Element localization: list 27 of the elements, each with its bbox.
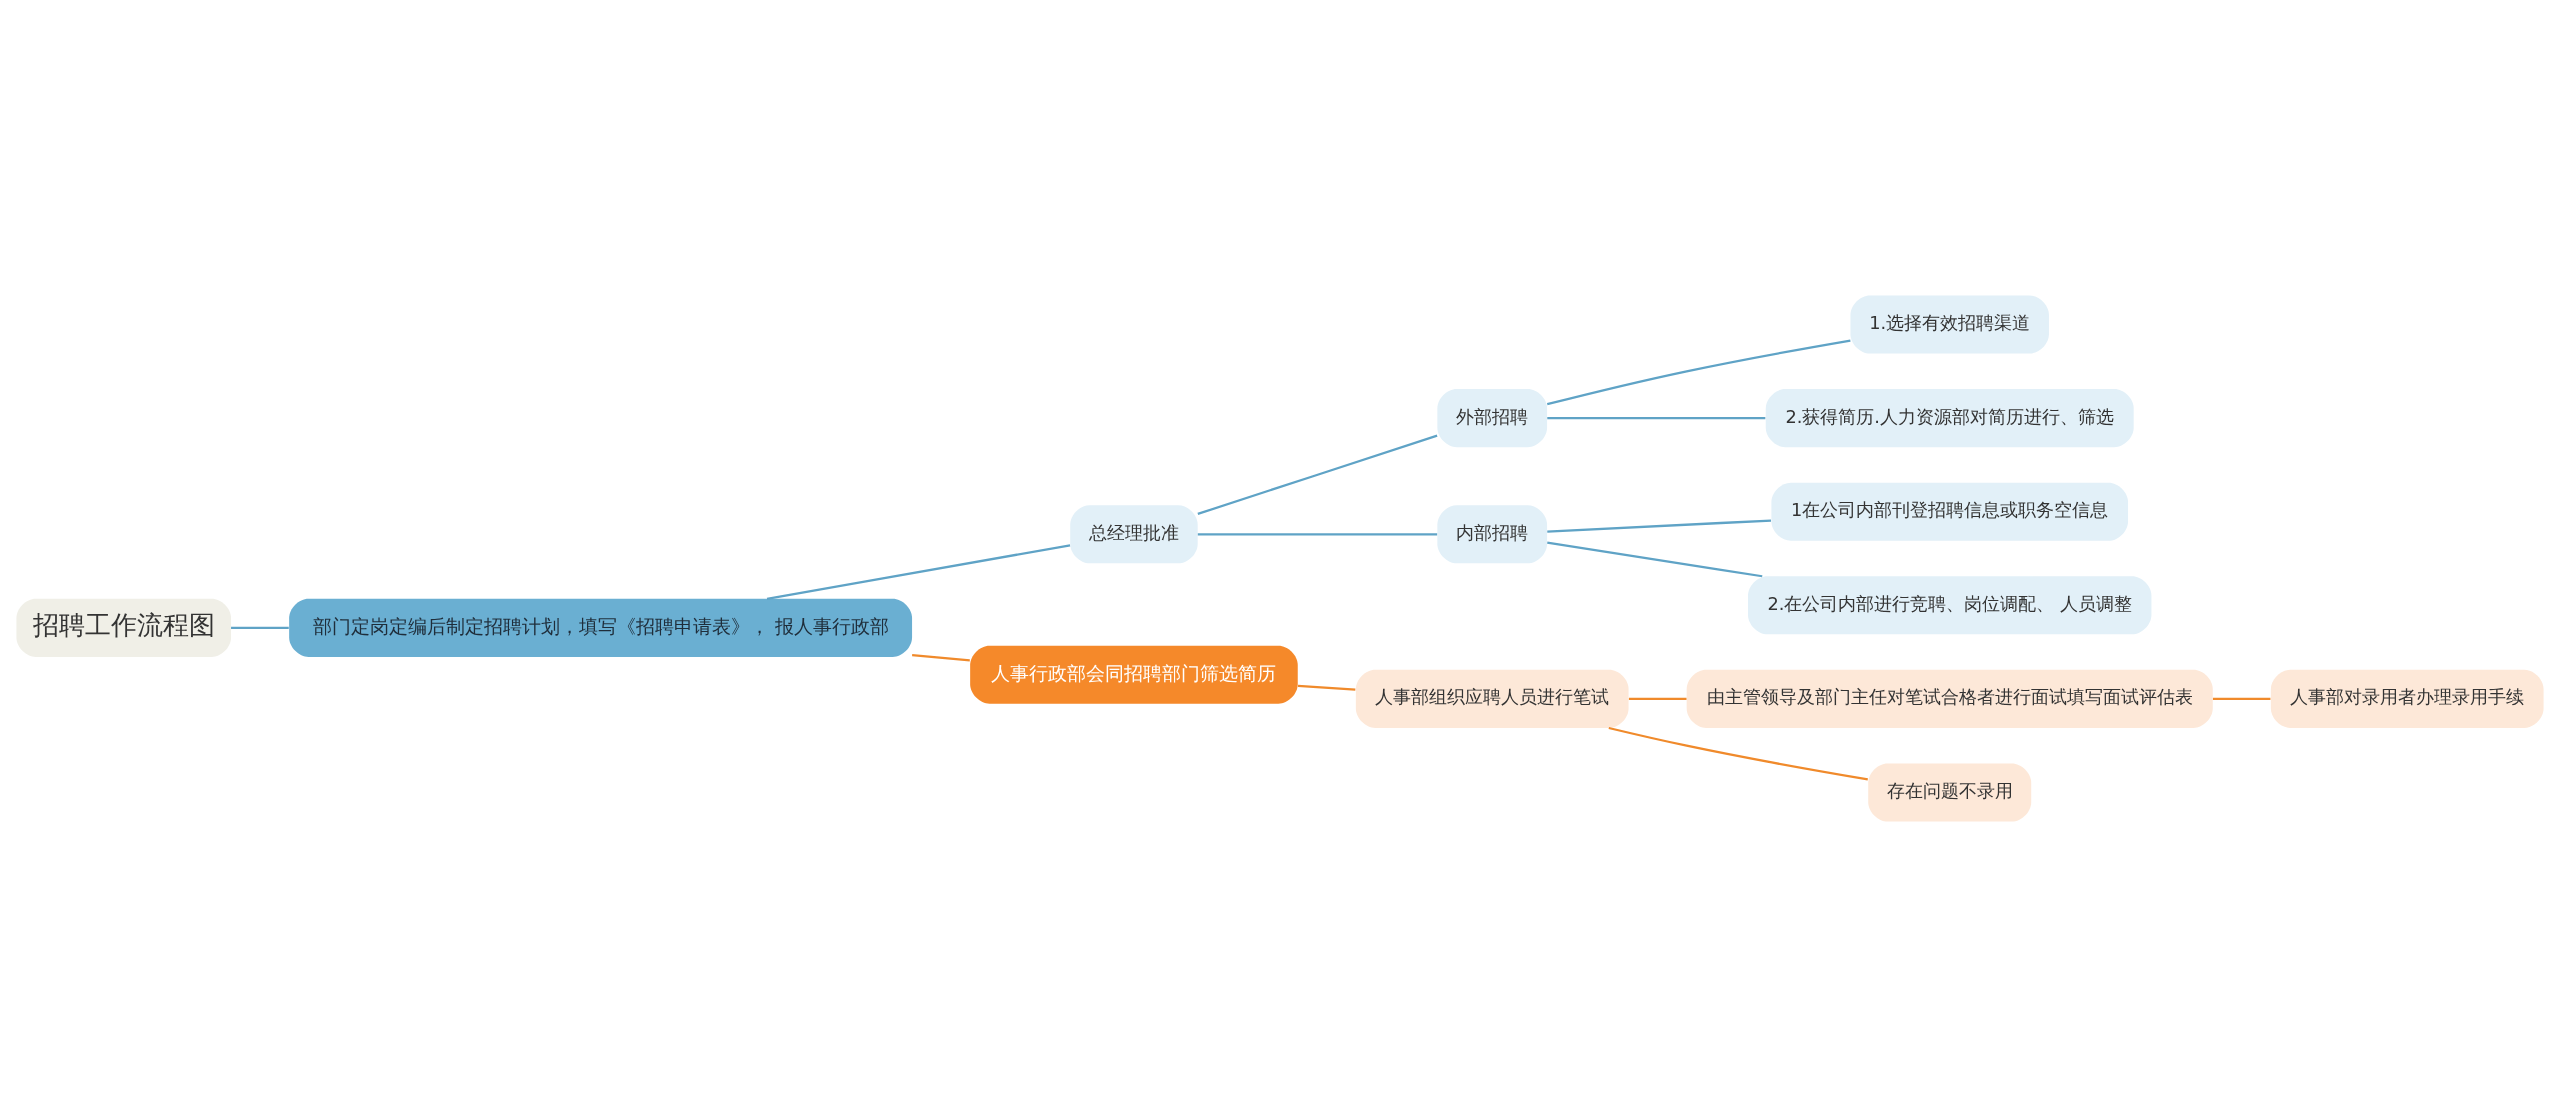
connector: [1546, 339, 1851, 406]
connector: [912, 654, 970, 662]
node-box: 内部招聘: [1437, 505, 1548, 564]
connector: [1628, 697, 1687, 701]
node-box: 招聘工作流程图: [16, 598, 232, 657]
node-box: 2.获得简历.人力资源部对简历进行、筛选: [1765, 389, 2134, 448]
node-box: 存在问题不录用: [1868, 763, 2032, 822]
node-box: 1.选择有效招聘渠道: [1850, 295, 2049, 354]
node-box: 人事行政部会同招聘部门筛选简历: [970, 645, 1298, 704]
connector: [2212, 697, 2271, 701]
connector: [231, 626, 289, 629]
connector: [1197, 533, 1438, 536]
connector: [1197, 434, 1438, 515]
node-box: 1在公司内部刊登招聘信息或职务空信息: [1771, 482, 2129, 541]
connector: [766, 544, 1071, 600]
connector: [1297, 684, 1356, 691]
connector: [1547, 541, 1763, 578]
node-box: 部门定岗定编后制定招聘计划，填写《招聘申请表》， 报人事行政部: [289, 598, 913, 657]
connector: [1547, 519, 1772, 533]
connector: [1547, 416, 1766, 420]
node-box: 2.在公司内部进行竞聘、岗位调配、 人员调整: [1748, 576, 2152, 635]
node-box: 人事部对录用者办理录用手续: [2270, 669, 2544, 728]
node-box: 由主管领导及部门主任对笔试合格者进行面试填写面试评估表: [1686, 669, 2213, 728]
node-box: 总经理批准: [1070, 505, 1198, 564]
node-box: 外部招聘: [1437, 389, 1548, 448]
node-box: 人事部组织应聘人员进行笔试: [1355, 669, 1629, 728]
connector: [1608, 726, 1868, 781]
